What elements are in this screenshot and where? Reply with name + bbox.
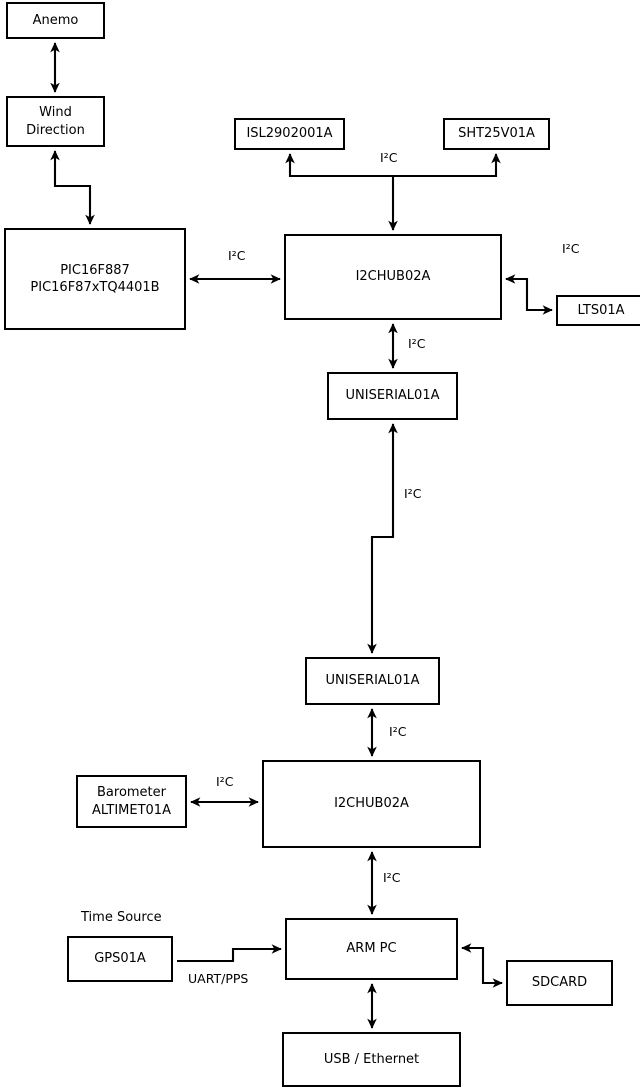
edge-label-i2c-uniserial-hub-bottom: I²C [389,724,407,739]
node-arm-pc-label: ARM PC [346,941,397,957]
node-i2chub02a-bottom[interactable]: I2CHUB02A [262,760,481,848]
node-lts01a-label: LTS01A [577,302,625,318]
edge-hub-top-sht [393,153,501,178]
node-uniserial01a-lower[interactable]: UNISERIAL01A [305,657,440,705]
edge-label-uart-pps: UART/PPS [188,971,249,986]
node-sdcard[interactable]: SDCARD [506,960,613,1006]
node-anemo-label: Anemo [32,12,79,28]
node-usb-ethernet[interactable]: USB / Ethernet [282,1032,461,1087]
node-gps01a-label: GPS01A [94,951,146,967]
label-time-source: Time Source [81,910,162,925]
edge-label-i2c-sensor-bus: I²C [380,150,398,165]
edge-uniserial-1-uniserial-2 [367,423,398,654]
edge-armpc-sdcard [461,943,503,988]
node-lts01a[interactable]: LTS01A [556,295,640,326]
node-gps01a[interactable]: GPS01A [67,936,173,982]
node-uniserial01a-upper[interactable]: UNISERIAL01A [327,372,458,420]
edge-wind-pic [50,150,95,225]
node-i2chub02a-top[interactable]: I2CHUB02A [284,234,502,320]
edge-hub-top-lts [505,274,553,315]
edge-gps-armpc [177,944,282,963]
edge-label-i2c-lts: I²C [562,241,580,256]
node-i2chub02a-top-label: I2CHUB02A [355,269,431,285]
node-arm-pc[interactable]: ARM PC [285,918,458,980]
edge-label-i2c-hub-uniserial: I²C [408,336,426,351]
node-isl2902001a[interactable]: ISL2902001A [234,118,345,150]
edge-label-i2c-pic-hub: I²C [228,248,246,263]
node-anemo[interactable]: Anemo [6,2,105,39]
edge-label-i2c-uniserial-link: I²C [404,486,422,501]
node-usb-ethernet-label: USB / Ethernet [323,1051,420,1067]
node-uniserial01a-upper-label: UNISERIAL01A [345,388,440,404]
node-sdcard-label: SDCARD [531,975,588,991]
node-barometer-altimet01a-label: Barometer ALTIMET01A [92,785,171,818]
node-uniserial01a-lower-label: UNISERIAL01A [325,673,420,689]
edge-hub-top-sensor-bus [285,153,398,231]
edge-label-i2c-hub-armpc: I²C [383,870,401,885]
node-sht25v01a[interactable]: SHT25V01A [443,118,550,150]
edge-label-i2c-barometer: I²C [216,774,234,789]
node-isl2902001a-label: ISL2902001A [246,126,333,142]
node-wind-direction-label: Wind Direction [26,105,85,138]
node-pic-microcontroller[interactable]: PIC16F887 PIC16F87xTQ4401B [4,228,186,330]
node-i2chub02a-bottom-label: I2CHUB02A [334,796,409,812]
node-sht25v01a-label: SHT25V01A [458,126,535,142]
node-barometer-altimet01a[interactable]: Barometer ALTIMET01A [76,775,187,828]
node-wind-direction[interactable]: Wind Direction [6,96,105,147]
node-pic-microcontroller-label: PIC16F887 PIC16F87xTQ4401B [30,262,160,295]
